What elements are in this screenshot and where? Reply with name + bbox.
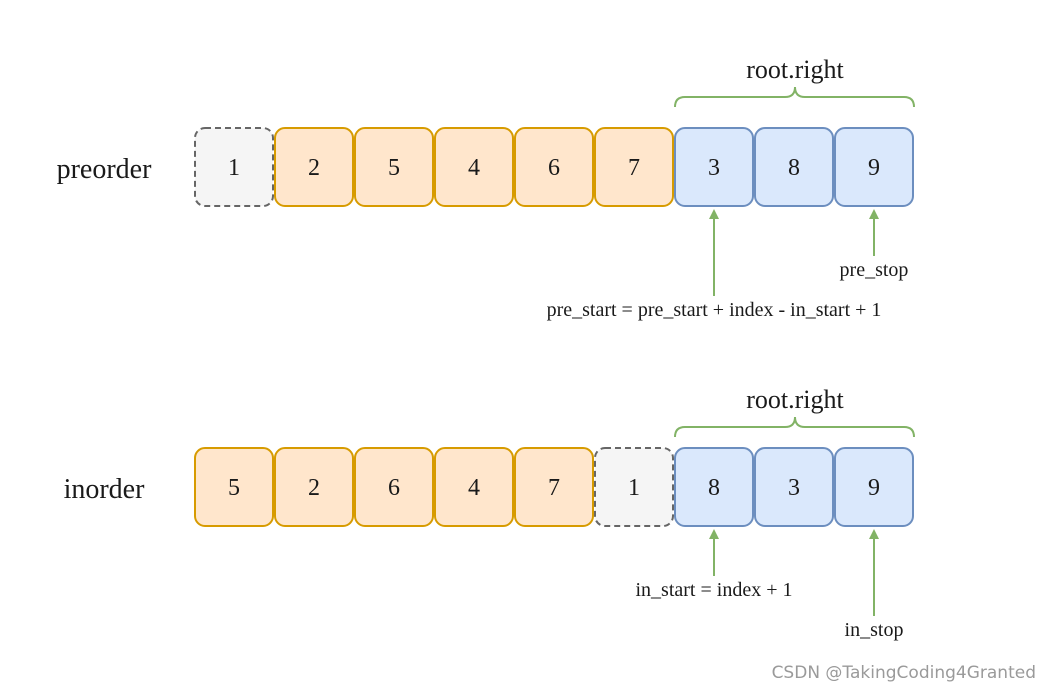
cell-box [834,447,914,527]
preorder-row: preorder 1 2 5 4 6 7 3 8 9 root.right pre_start … [57,55,915,321]
pre-stop-label: pre_stop [840,259,909,281]
cell-box [274,127,354,207]
cell-value: 2 [308,475,320,501]
inorder-cells: 5 2 6 4 7 1 8 3 9 [194,447,914,527]
array-cell: 6 [514,127,594,207]
cell-value: 9 [868,475,880,501]
cell-value: 6 [388,475,400,501]
cell-box [674,447,754,527]
cell-box [514,127,594,207]
cell-box [594,447,674,527]
cell-box [674,127,754,207]
array-cell: 8 [754,127,834,207]
array-cell: 8 [674,447,754,527]
preorder-right-brace [674,86,915,108]
cell-box [434,127,514,207]
cell-value: 6 [548,155,560,181]
array-cell: 5 [354,127,434,207]
cell-box [594,127,674,207]
array-cell: 1 [594,447,674,527]
cell-box [514,447,594,527]
array-cell: 2 [274,127,354,207]
pre-start-label: pre_start = pre_start + index - in_start… [547,299,882,321]
cell-value: 7 [628,155,640,181]
in-start-label: in_start = index + 1 [636,579,793,601]
preorder-brace-label: root.right [746,55,844,84]
cell-value: 8 [788,155,800,181]
cell-box [274,447,354,527]
cell-value: 3 [708,155,720,181]
cell-value: 7 [548,475,560,501]
inorder-brace-label: root.right [746,385,844,414]
cell-value: 1 [628,475,640,501]
array-cell: 1 [194,127,274,207]
cell-box [354,447,434,527]
array-cell: 7 [594,127,674,207]
array-cell: 3 [674,127,754,207]
array-cell: 6 [354,447,434,527]
array-cell: 3 [754,447,834,527]
cell-box [754,447,834,527]
inorder-row: inorder 5 2 6 4 7 1 8 3 9 root.right in_start = … [64,385,915,641]
cell-value: 9 [868,155,880,181]
cell-value: 5 [228,475,240,501]
inorder-label: inorder [64,474,146,505]
cell-box [834,127,914,207]
array-cell: 9 [834,447,914,527]
cell-value: 8 [708,475,720,501]
cell-value: 5 [388,155,400,181]
watermark: CSDN @TakingCoding4Granted [772,663,1036,683]
cell-value: 4 [468,155,480,181]
array-cell: 2 [274,447,354,527]
cell-box [434,447,514,527]
preorder-cells: 1 2 5 4 6 7 3 8 9 [194,127,914,207]
array-cell: 5 [194,447,274,527]
preorder-label: preorder [57,154,153,185]
inorder-right-brace [674,416,915,438]
in-stop-label: in_stop [845,619,904,641]
cell-box [194,127,274,207]
cell-value: 4 [468,475,480,501]
array-cell: 7 [514,447,594,527]
cell-box [354,127,434,207]
cell-value: 3 [788,475,800,501]
cell-box [194,447,274,527]
cell-box [754,127,834,207]
array-cell: 9 [834,127,914,207]
array-cell: 4 [434,447,514,527]
cell-value: 1 [228,155,240,181]
cell-value: 2 [308,155,320,181]
array-cell: 4 [434,127,514,207]
